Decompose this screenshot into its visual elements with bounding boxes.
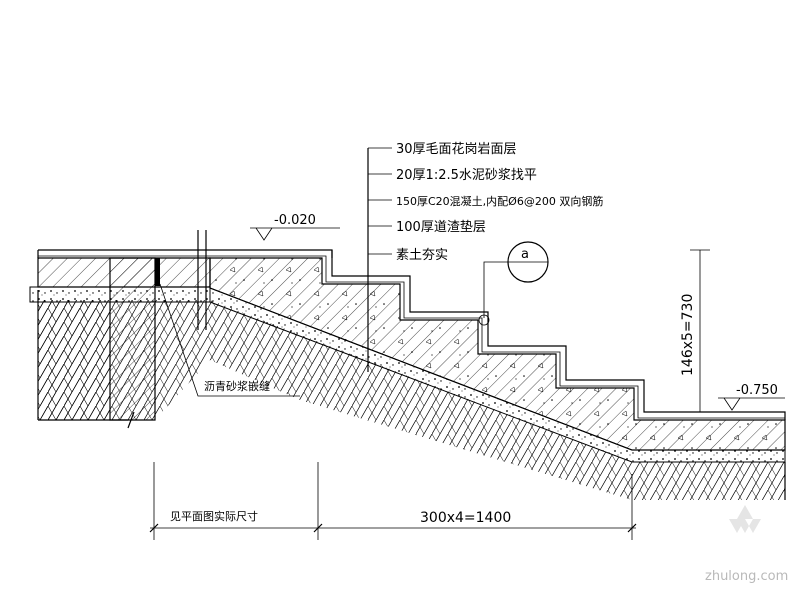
soil-left: [38, 300, 110, 420]
vertical-dimension: 146x5=730: [680, 249, 710, 413]
finish-edge: [37, 250, 333, 258]
detail-callout: a: [478, 241, 549, 326]
stair-concrete-fill: [210, 258, 785, 450]
joint-callout: 沥青砂浆嵌缝: [159, 283, 300, 397]
granite-finish: [38, 249, 786, 420]
svg-text:-0.750: -0.750: [736, 383, 778, 398]
svg-text:沥青砂浆嵌缝: 沥青砂浆嵌缝: [204, 379, 270, 393]
elevation-bottom: -0.750: [718, 383, 785, 411]
layer-label-3: 150厚C20混凝土,内配Ø6@200 双向钢筋: [396, 194, 603, 208]
layer-label-2: 20厚1:2.5水泥砂浆找平: [396, 168, 537, 183]
elevation-top: -0.020: [250, 213, 340, 241]
watermark-text: zhulong.com: [705, 569, 788, 584]
layer-label-5: 素土夯实: [396, 248, 448, 263]
horizontal-dimension: 见平面图实际尺寸 300x4=1400: [149, 462, 637, 540]
left-dimension-label: 见平面图实际尺寸: [170, 509, 258, 523]
mortar-line: [38, 255, 785, 419]
svg-text:a: a: [521, 247, 529, 262]
watermark-logo: [729, 505, 761, 533]
curb-wall: [109, 257, 156, 421]
soil-mass: [38, 300, 785, 500]
layer-label-4: 100厚道渣垫层: [396, 219, 486, 235]
asphalt-joint: [155, 258, 160, 286]
break-line: [38, 411, 135, 429]
stair-dimension-label: 300x4=1400: [420, 510, 511, 526]
layer-label-1: 30厚毛面花岗岩面层: [396, 141, 517, 157]
svg-text:146x5=730: 146x5=730: [680, 294, 696, 376]
svg-text:-0.020: -0.020: [274, 213, 316, 228]
